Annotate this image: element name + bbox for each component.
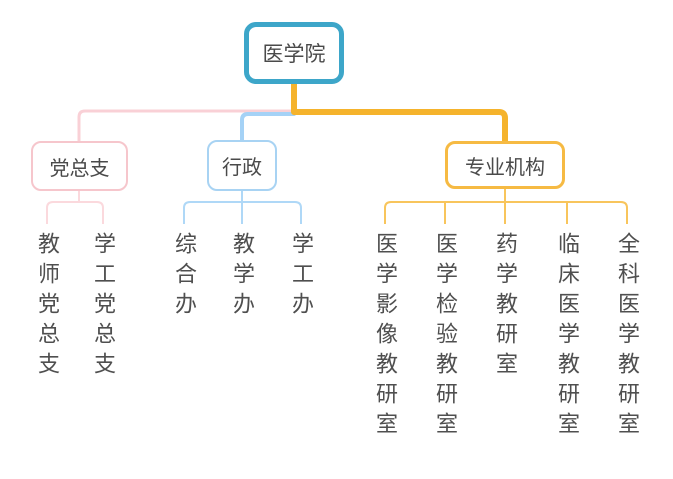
node-root[interactable]: 医学院 [244, 22, 344, 84]
connector-admin-children [183, 191, 302, 224]
connector-admin-branch [240, 112, 296, 142]
node-leaf-teacher-party[interactable]: 教师党总支 [35, 232, 60, 382]
connector-professional-children [384, 189, 628, 224]
node-leaf-student-party[interactable]: 学工党总支 [91, 232, 116, 382]
node-leaf-pharmacy[interactable]: 药学教研室 [493, 232, 518, 382]
node-branch-party-label: 党总支 [49, 157, 110, 180]
node-leaf-student-office[interactable]: 学工办 [289, 232, 314, 322]
node-branch-professional[interactable]: 专业机构 [445, 141, 565, 189]
node-leaf-teaching-office[interactable]: 教学办 [230, 232, 255, 322]
node-leaf-general-office[interactable]: 综合办 [172, 232, 197, 322]
connector-professional-branch [291, 82, 508, 141]
node-leaf-medical-lab[interactable]: 医学检验教研室 [433, 232, 458, 442]
node-branch-professional-label: 专业机构 [465, 156, 545, 179]
node-leaf-medical-imaging[interactable]: 医学影像教研室 [373, 232, 398, 442]
node-branch-party[interactable]: 党总支 [31, 141, 128, 191]
node-branch-admin[interactable]: 行政 [207, 140, 277, 191]
node-branch-admin-label: 行政 [222, 157, 262, 179]
node-leaf-clinical-medicine[interactable]: 临床医学教研室 [555, 232, 580, 442]
connector-party-branch [77, 109, 296, 143]
node-leaf-general-medicine[interactable]: 全科医学教研室 [615, 232, 640, 442]
connector-party-children [46, 191, 104, 224]
node-root-label: 医学院 [262, 43, 326, 66]
